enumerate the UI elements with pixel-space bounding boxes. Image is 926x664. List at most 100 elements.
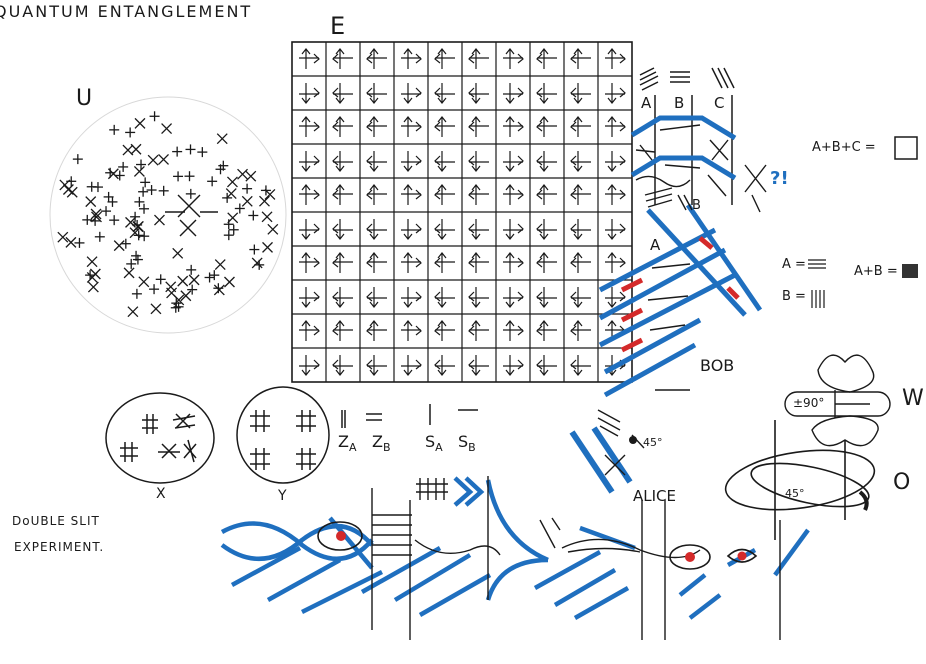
u-cross <box>134 197 144 207</box>
grid-cell-arrows <box>537 117 557 137</box>
o-sketch <box>722 420 878 540</box>
e-grid <box>292 42 632 382</box>
grid-cell-arrows <box>605 49 625 69</box>
u-cross <box>109 215 119 225</box>
grid-cell-arrows <box>503 219 523 239</box>
u-cross <box>150 111 160 121</box>
u-cross <box>227 177 237 187</box>
u-cross <box>224 219 234 229</box>
u-cross <box>215 260 225 270</box>
u-cross <box>186 144 196 154</box>
grid-cell-arrows <box>571 83 591 103</box>
grid-cell-arrows <box>299 219 319 239</box>
grid-cell-arrows <box>605 219 625 239</box>
grid-cell-arrows <box>435 253 455 273</box>
grid-cell-arrows <box>605 151 625 171</box>
u-cross <box>238 169 248 179</box>
u-cross <box>217 134 227 144</box>
grid-cell-arrows <box>401 219 421 239</box>
grid-cell-arrows <box>537 287 557 307</box>
grid-cell-arrows <box>537 219 557 239</box>
u-cross <box>138 187 148 197</box>
u-cross <box>186 189 196 199</box>
u-cross <box>224 230 234 240</box>
u-cross <box>197 147 207 157</box>
u-cross <box>149 284 159 294</box>
u-cross <box>140 177 150 187</box>
grid-cell-arrows <box>537 321 557 341</box>
grid-cell-arrows <box>401 49 421 69</box>
grid-cell-arrows <box>367 49 387 69</box>
u-cross <box>132 289 142 299</box>
grid-cell-arrows <box>367 185 387 205</box>
grid-cell-arrows <box>469 219 489 239</box>
u-cross <box>173 171 183 181</box>
u-cross <box>87 182 97 192</box>
label-e: E <box>330 12 345 40</box>
grid-cell-arrows <box>299 321 319 341</box>
grid-cell-arrows <box>401 185 421 205</box>
grid-cell-arrows <box>469 321 489 341</box>
label-c: C <box>714 94 724 112</box>
u-cross <box>259 196 269 206</box>
grid-cell-arrows <box>333 83 353 103</box>
grid-cell-arrows <box>469 49 489 69</box>
grid-cell-arrows <box>537 83 557 103</box>
u-cross <box>246 171 256 181</box>
u-cross <box>229 225 239 235</box>
label-sb: SB <box>458 432 476 454</box>
label-alice-angle: 45° <box>643 436 663 449</box>
u-cross <box>121 239 131 249</box>
grid-cell-arrows <box>333 287 353 307</box>
u-field <box>50 97 286 333</box>
grid-cell-arrows <box>503 287 523 307</box>
label-a: A <box>641 94 651 112</box>
u-cross <box>126 259 136 269</box>
grid-cell-arrows <box>503 151 523 171</box>
grid-cell-arrows <box>401 287 421 307</box>
grid-cell-arrows <box>367 321 387 341</box>
grid-cell-arrows <box>435 219 455 239</box>
grid-cell-arrows <box>401 83 421 103</box>
grid-cell-arrows <box>401 151 421 171</box>
label-bob: BOB <box>700 356 734 375</box>
grid-cell-arrows <box>503 185 523 205</box>
grid-cell-arrows <box>571 49 591 69</box>
label-b-bob: B <box>692 198 701 213</box>
grid-cell-arrows <box>469 185 489 205</box>
eq-abc: A+B+C = <box>812 140 876 155</box>
grid-cell-arrows <box>469 151 489 171</box>
u-cross <box>186 265 196 275</box>
u-cross <box>101 206 111 216</box>
u-cross <box>172 147 182 157</box>
u-cross <box>139 277 149 287</box>
u-cross <box>109 125 119 135</box>
grid-cell-arrows <box>333 49 353 69</box>
grid-cell-arrows <box>605 253 625 273</box>
u-cross <box>159 154 169 164</box>
u-cross <box>242 184 252 194</box>
grid-cell-arrows <box>469 83 489 103</box>
grid-cell-arrows <box>333 117 353 137</box>
grid-cell-arrows <box>367 287 387 307</box>
grid-cell-arrows <box>435 287 455 307</box>
grid-cell-arrows <box>571 253 591 273</box>
grid-cell-arrows <box>367 355 387 375</box>
grid-cell-arrows <box>401 253 421 273</box>
eq-b: B = <box>782 289 806 304</box>
u-cross <box>185 171 195 181</box>
u-cross <box>248 210 258 220</box>
abc-filters <box>632 68 766 212</box>
u-cross <box>242 196 252 206</box>
grid-cell-arrows <box>571 117 591 137</box>
u-cross <box>224 277 234 287</box>
grid-cell-arrows <box>299 287 319 307</box>
u-cross <box>124 268 134 278</box>
grid-cell-arrows <box>469 253 489 273</box>
eq-ab: A+B = <box>854 264 898 279</box>
u-cross <box>66 176 76 186</box>
u-cross <box>136 160 146 170</box>
grid-cell-arrows <box>333 321 353 341</box>
grid-cell-arrows <box>333 253 353 273</box>
